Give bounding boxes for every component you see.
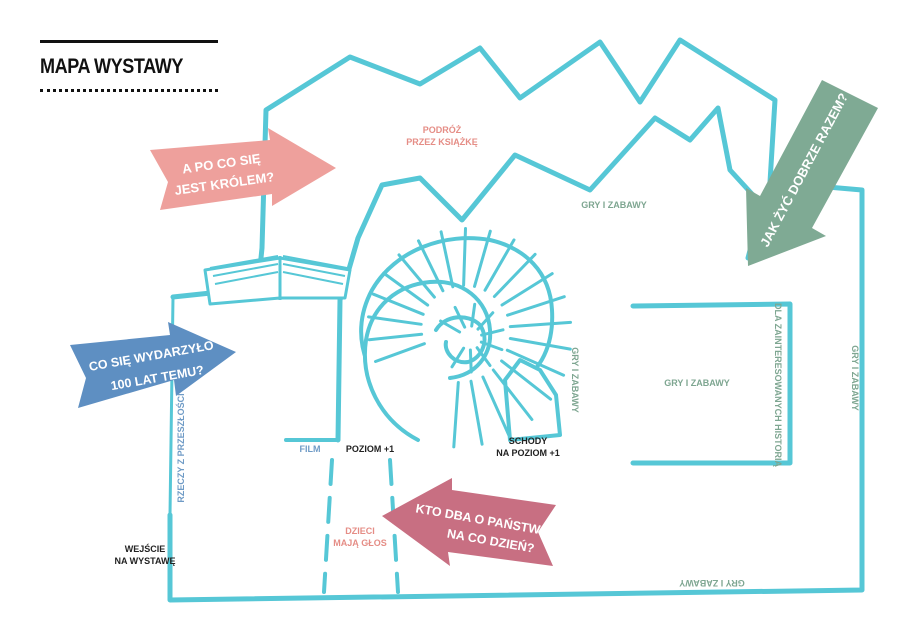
stair-tread — [469, 379, 484, 446]
label-stairs-line1: SCHODY — [509, 436, 548, 446]
label-games-right: GRY I ZABAWY — [850, 345, 860, 411]
label-games-stairs: GRY I ZABAWY — [570, 347, 580, 413]
stair-tread-inner — [470, 302, 477, 328]
stair-tread — [367, 315, 423, 326]
center-room-wall — [630, 301, 793, 466]
stair-tread-inner — [450, 346, 466, 369]
arrow-history-shape — [70, 322, 236, 408]
arrow-history-question[interactable]: CO SIĘ WYDARZYŁO 100 LAT TEMU? — [70, 322, 236, 408]
stair-tread-inner — [476, 311, 495, 331]
arrow-together-shape — [746, 80, 878, 266]
label-entrance-line1: WEJŚCIE — [125, 543, 166, 554]
stair-tread — [492, 252, 537, 298]
label-entrance-line2: NA WYSTAWĘ — [115, 556, 176, 566]
label-games-top: GRY I ZABAWY — [581, 200, 647, 210]
stair-tread — [491, 368, 534, 421]
dashed-partition-right — [388, 458, 400, 594]
spiral-staircase-icon — [359, 227, 572, 449]
stair-tread — [505, 348, 566, 377]
title-top-rule — [40, 40, 218, 43]
arrow-state-question[interactable]: KTO DBA O PAŃSTWO NA CO DZIEŃ? — [382, 478, 556, 566]
dashed-partitions — [322, 458, 400, 594]
stair-tread — [508, 337, 572, 351]
page-title: MAPA WYSTAWY — [40, 55, 183, 78]
stair-tread — [481, 375, 511, 437]
stair-tread-inner — [453, 305, 467, 329]
label-games-bottom: GRY I ZABAWY — [679, 578, 745, 588]
arrow-king-shape — [150, 128, 336, 210]
map-title-block: MAPA WYSTAWY — [40, 40, 218, 92]
stair-tread-inner — [479, 340, 504, 352]
label-games-center: GRY I ZABAWY — [664, 378, 730, 388]
stair-tread — [500, 272, 554, 307]
stair-tread — [382, 271, 430, 307]
stair-tread-inner — [439, 319, 462, 334]
label-film: FILM — [300, 444, 321, 454]
label-for-history: DLA ZAINTERESOWANYCH HISTORIĄ — [773, 303, 783, 468]
dashed-partition-left — [322, 458, 334, 594]
stair-tread — [506, 295, 566, 317]
open-book-icon — [203, 255, 352, 306]
label-kids-line2: MAJĄ GŁOS — [333, 538, 387, 548]
title-dotted-rule — [40, 89, 218, 92]
inner-wall-zigzag — [335, 105, 765, 443]
stair-tread — [508, 320, 572, 329]
arrow-king-question[interactable]: A PO CO SIĘ JEST KRÓLEM? — [150, 128, 336, 210]
arrow-state-shape — [382, 478, 556, 566]
label-stairs-line2: NA POZIOM +1 — [496, 448, 559, 458]
label-podroz-line2: PRZEZ KSIĄŻKĘ — [406, 137, 478, 147]
stair-tread — [397, 253, 436, 299]
area-labels: PODRÓŻ PRZEZ KSIĄŻKĘ GRY I ZABAWY GRY I … — [115, 124, 861, 588]
label-things-past: RZECZY Z PRZESZŁOŚCI — [175, 393, 186, 502]
stair-tread — [371, 292, 425, 316]
stair-tread — [462, 227, 467, 287]
stair-tread — [374, 342, 426, 363]
stair-tread — [439, 230, 455, 289]
label-level-1: POZIOM +1 — [346, 444, 394, 454]
stair-tread — [473, 229, 492, 288]
stair-tread-inner — [475, 346, 492, 367]
stair-tread — [417, 239, 445, 293]
stair-tread — [367, 332, 424, 342]
label-podroz-line1: PODRÓŻ — [423, 124, 462, 135]
stair-tread — [500, 359, 553, 401]
label-kids-line1: DZIECI — [345, 526, 375, 536]
arrow-together-question[interactable]: JAK ŻYĆ DOBRZE RAZEM? — [746, 80, 878, 266]
stair-tread-inner — [468, 348, 473, 374]
stair-tread — [483, 238, 516, 292]
stair-tread — [452, 381, 460, 449]
stair-tread-inner — [480, 328, 505, 337]
